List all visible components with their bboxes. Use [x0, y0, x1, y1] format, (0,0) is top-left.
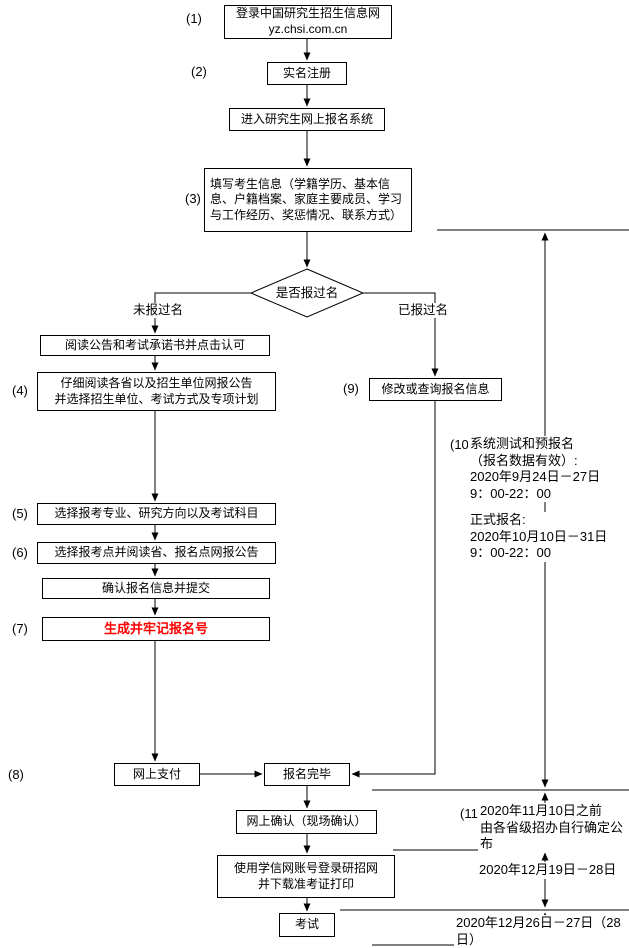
step-label-4: (4) [12, 383, 28, 398]
branch-label-registered: 已报过名 [396, 303, 451, 318]
step-label-11: (11) [460, 806, 483, 821]
branch-label-not-registered: 未报过名 [131, 303, 186, 318]
node-online-confirm: 网上确认（现场确认） [236, 810, 377, 834]
decision-diamond [249, 268, 365, 318]
note-download-time: 2020年12月19日－28日 [477, 862, 619, 879]
step-label-8: (8) [8, 767, 24, 782]
note-pre-registration: 系统测试和预报名 （报名数据有效）: 2020年9月24日－27日 9：00-2… [468, 436, 603, 502]
step-label-9: (9) [343, 381, 359, 396]
node-register: 实名注册 [267, 62, 347, 85]
connector-modify-done [351, 401, 436, 778]
connector-branch-yes [363, 292, 439, 377]
node-exam: 考试 [279, 913, 335, 937]
node-registration-done: 报名完毕 [264, 763, 350, 786]
step-label-5: (5) [12, 506, 28, 521]
node-choose-site: 选择报考点并阅读省、报名点网报公告 [37, 542, 276, 564]
step-label-7: (7) [12, 621, 28, 636]
note-exam-time: 2020年12月26日－27日（28日） [454, 915, 629, 948]
connector-branch-no [151, 292, 251, 334]
decision-label: 是否报过名 [275, 286, 339, 300]
node-fill-info: 填写考生信息（学籍学历、基本信 息、户籍档案、家庭主要成员、学习 与工作经历、奖… [204, 168, 412, 232]
step-label-2: (2) [191, 64, 207, 79]
step-label-3: (3) [185, 191, 201, 206]
step-label-1: (1) [186, 11, 202, 26]
node-download-ticket: 使用学信网账号登录研招网 并下载准考证打印 [217, 855, 395, 898]
node-read-province: 仔细阅读各省以及招生单位网报公告 并选择招生单位、考试方式及专项计划 [37, 372, 276, 411]
node-choose-major: 选择报考专业、研究方向以及考试科目 [37, 503, 276, 525]
node-generate-number: 生成并牢记报名号 [42, 617, 270, 641]
node-modify-query: 修改或查询报名信息 [369, 378, 502, 401]
node-read-notice: 阅读公告和考试承诺书并点击认可 [40, 335, 270, 356]
node-confirm-submit: 确认报名信息并提交 [42, 578, 270, 599]
step-label-6: (6) [12, 545, 28, 560]
note-formal-registration: 正式报名: 2020年10月10日－31日 9：00-22：00 [468, 512, 610, 562]
node-pay-online: 网上支付 [114, 763, 200, 786]
step-label-10: (10) [450, 437, 474, 452]
node-enter-system: 进入研究生网上报名系统 [229, 108, 385, 131]
node-login: 登录中国研究生招生信息网 yz.chsi.com.cn [224, 5, 392, 39]
note-confirm-time: 2020年11月10日之前 由各省级招办自行确定公布 [478, 803, 629, 853]
